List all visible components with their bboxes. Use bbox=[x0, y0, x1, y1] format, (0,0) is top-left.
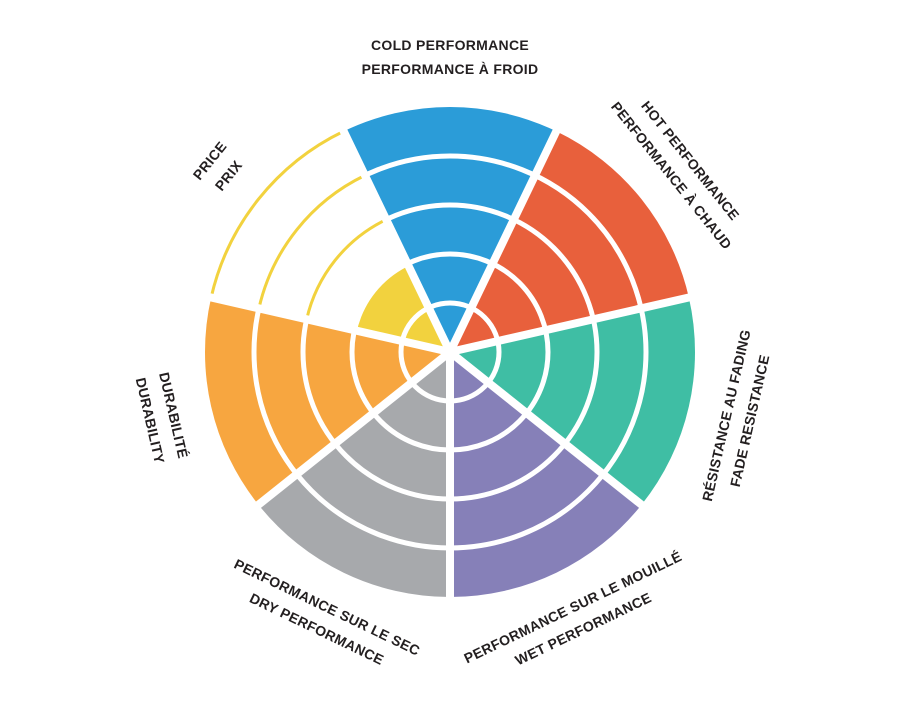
ring-outline-price bbox=[257, 174, 366, 309]
center-dot bbox=[441, 343, 459, 361]
wedge-gap bbox=[337, 125, 454, 354]
wedge-gap bbox=[205, 292, 451, 356]
ring-outline-price bbox=[209, 129, 345, 298]
ring-outline-price bbox=[305, 218, 387, 320]
wedge-gap bbox=[252, 348, 453, 511]
wedge-wet-performance bbox=[450, 352, 642, 597]
wedge-durability bbox=[204, 297, 450, 505]
wedge-fade-resistance bbox=[450, 297, 696, 505]
wedge-gap bbox=[449, 292, 695, 356]
wedge-cold-performance bbox=[343, 106, 557, 352]
wedge-dry-performance bbox=[258, 352, 450, 597]
wedge-gap bbox=[447, 348, 648, 511]
wedge-hot-performance bbox=[450, 131, 689, 352]
wedge-gap bbox=[446, 125, 563, 354]
